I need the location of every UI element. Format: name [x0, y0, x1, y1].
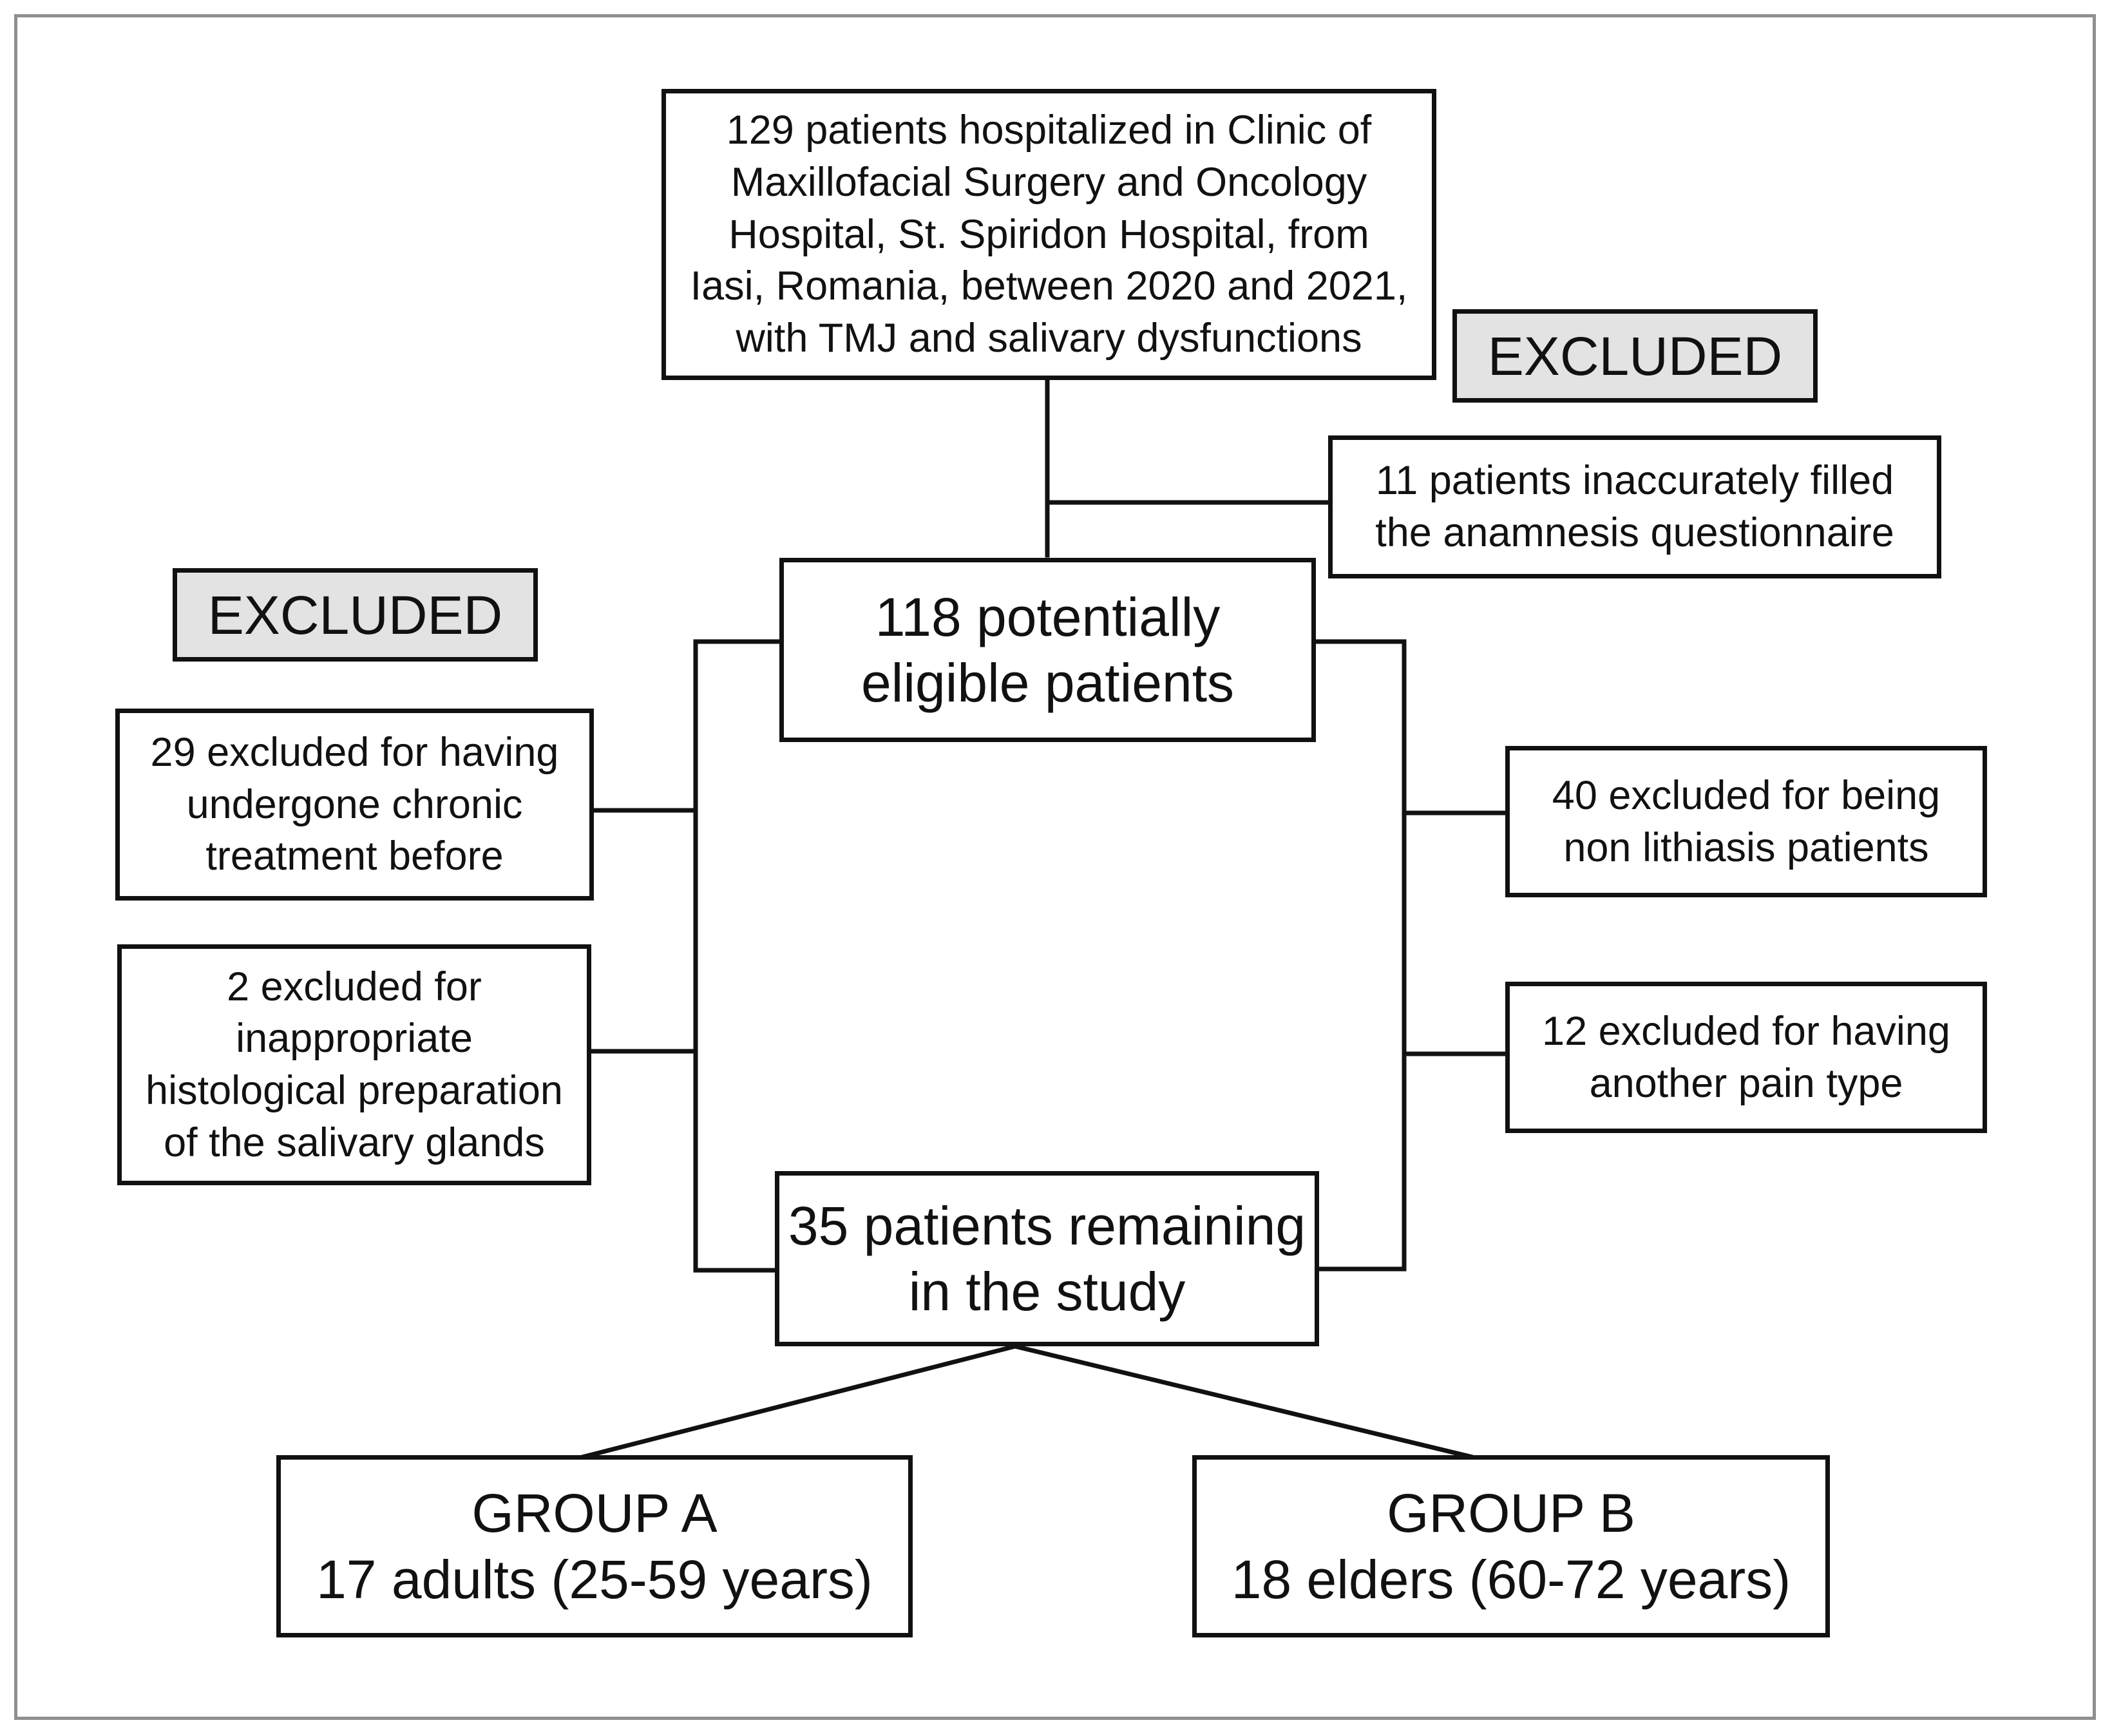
exclusion-box-29: 29 excluded for having undergone chronic…: [115, 709, 594, 901]
exclusion-box-2: 2 excluded for inappropriate histologica…: [117, 944, 591, 1185]
connector-right-bracket: [1311, 639, 1407, 1272]
connector-left-bracket: [693, 639, 783, 1273]
excluded-label-right: EXCLUDED: [1452, 309, 1818, 403]
exclusion-box-12: 12 excluded for having another pain type: [1505, 982, 1987, 1133]
group-a-box: GROUP A 17 adults (25-59 years): [276, 1455, 913, 1637]
top-patients-text: 129 patients hospitalized in Clinic of M…: [690, 108, 1408, 361]
eligible-patients-box: 118 potentially eligible patients: [779, 558, 1316, 742]
figure-frame: [14, 14, 2096, 1720]
excluded-label-left: EXCLUDED: [173, 568, 538, 662]
exclusion-box-40: 40 excluded for being non lithiasis pati…: [1505, 746, 1987, 897]
group-b-box: GROUP B 18 elders (60-72 years): [1192, 1455, 1830, 1637]
top-patients-box: 129 patients hospitalized in Clinic of M…: [661, 89, 1436, 380]
connector-to-group-a: [576, 1343, 1018, 1461]
remaining-patients-box: 35 patients remaining in the study: [775, 1171, 1319, 1346]
connector-to-group-b: [1012, 1343, 1478, 1461]
exclusion-box-11: 11 patients inaccurately filled the anam…: [1328, 435, 1941, 578]
